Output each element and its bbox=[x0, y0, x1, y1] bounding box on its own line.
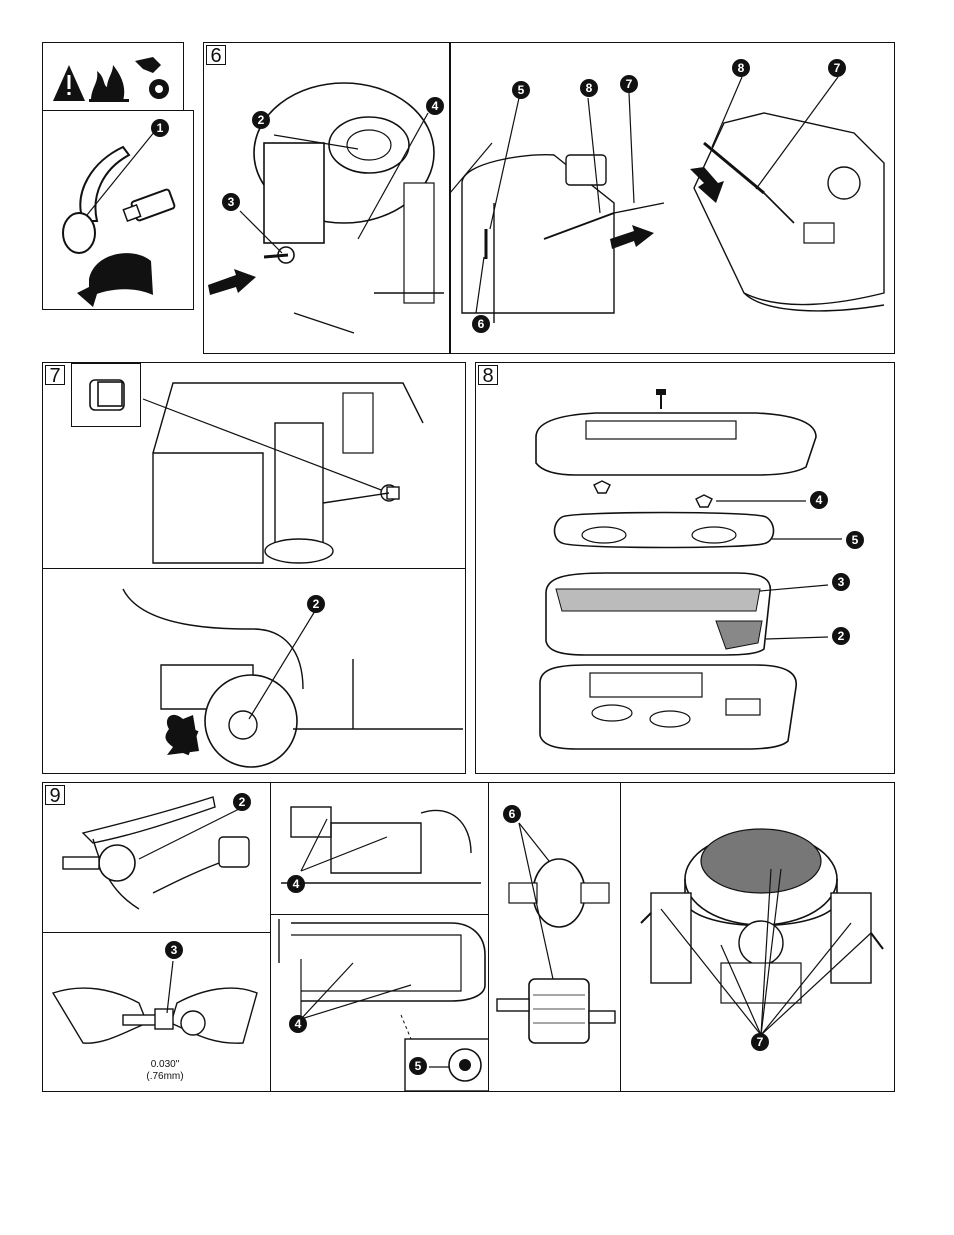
oil-drain-drawing bbox=[142, 382, 424, 564]
spark-plug-tool-drawing bbox=[62, 796, 250, 910]
figure-7-panel: 7 bbox=[42, 362, 466, 570]
callout-6: 6 bbox=[472, 315, 490, 333]
spark-gap-mm: (.76mm) bbox=[146, 1071, 184, 1082]
figure-9-panel-d: 4 5 bbox=[270, 914, 490, 1092]
warning-triangle-icon bbox=[53, 65, 85, 101]
callout-4: 4 bbox=[810, 491, 828, 509]
figure-9-panel-f: 7 bbox=[620, 782, 895, 1092]
callout-2: 2 bbox=[233, 793, 251, 811]
moving-parts-icon bbox=[135, 57, 169, 99]
spark-gap-inches: 0.030" bbox=[150, 1059, 180, 1070]
figure-7b-panel: 2 bbox=[42, 568, 466, 774]
carburetor-mount-drawing bbox=[281, 806, 481, 884]
callout-7: 7 bbox=[828, 59, 846, 77]
callout-2: 2 bbox=[252, 111, 270, 129]
figure-9-panel-b: 3 0.030" (.76mm) bbox=[42, 932, 272, 1092]
callout-4: 4 bbox=[289, 1015, 307, 1033]
governor-linkage-drawing bbox=[449, 76, 885, 323]
callout-8: 8 bbox=[732, 59, 750, 77]
panel-spark-plug-wire: 1 bbox=[42, 110, 194, 310]
callout-3: 3 bbox=[165, 941, 183, 959]
callout-4: 4 bbox=[426, 97, 444, 115]
cooling-shroud-drawing bbox=[278, 919, 490, 1092]
figure-9-number: 9 bbox=[45, 785, 65, 806]
callout-2: 2 bbox=[307, 595, 325, 613]
callout-8: 8 bbox=[580, 79, 598, 97]
warning-label-box bbox=[42, 42, 184, 112]
callout-3: 3 bbox=[832, 573, 850, 591]
figure-6-number: 6 bbox=[206, 45, 226, 66]
drain-plug-inset bbox=[71, 363, 141, 427]
callout-5: 5 bbox=[409, 1057, 427, 1075]
figure-9-panel-e: 6 bbox=[488, 782, 622, 1092]
figure-7-number: 7 bbox=[45, 365, 65, 386]
carburetor-drawing bbox=[208, 82, 444, 334]
spark-plug-wire-drawing bbox=[62, 130, 176, 307]
warning-icons bbox=[53, 57, 169, 102]
figure-9-panel-c: 4 bbox=[270, 782, 490, 916]
callout-1: 1 bbox=[151, 119, 169, 137]
callout-7: 7 bbox=[751, 1033, 769, 1051]
callout-2: 2 bbox=[832, 627, 850, 645]
callout-5: 5 bbox=[846, 531, 864, 549]
spark-plug-gap-drawing bbox=[51, 960, 258, 1044]
figure-8-panel: 8 4 5 3 2 bbox=[475, 362, 895, 774]
callout-4: 4 bbox=[287, 875, 305, 893]
panel-divider bbox=[449, 43, 451, 353]
figure-9-panel-a: 9 2 bbox=[42, 782, 272, 934]
figure-8-number: 8 bbox=[478, 365, 498, 386]
air-cleaner-exploded-drawing bbox=[535, 389, 842, 750]
fuel-filter-drawing bbox=[496, 822, 616, 1044]
callout-3: 3 bbox=[222, 193, 240, 211]
callout-7: 7 bbox=[620, 75, 638, 93]
fire-icon bbox=[89, 65, 129, 102]
engine-fins-drawing bbox=[640, 828, 884, 1036]
callout-6: 6 bbox=[503, 805, 521, 823]
figure-6-panel: 6 2 4 3 bbox=[203, 42, 895, 354]
oil-fill-drawing bbox=[122, 588, 463, 768]
callout-5: 5 bbox=[512, 81, 530, 99]
